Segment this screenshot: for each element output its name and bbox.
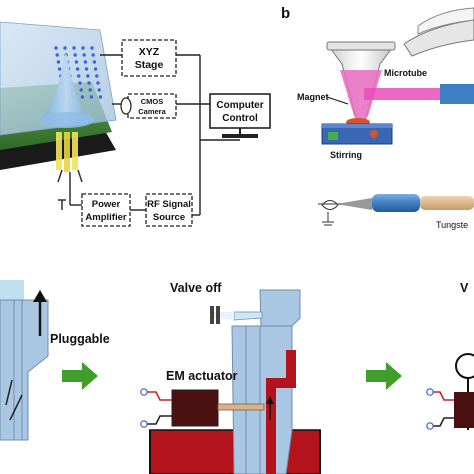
particle-dot <box>56 60 61 64</box>
computer-label-1: Computer <box>216 100 263 111</box>
rf-label-2: Source <box>153 212 185 223</box>
particle-dot <box>55 53 59 57</box>
particle-dot <box>72 46 76 50</box>
computer-label-2: Control <box>222 113 258 124</box>
cmos-label-1: CMOS <box>141 97 164 106</box>
xyz-label-1: XYZ <box>139 46 160 58</box>
wiring <box>58 54 240 216</box>
rf-label-1: RF Signal <box>147 199 191 210</box>
particle-dot <box>79 88 83 92</box>
amp-label-1: Power <box>92 199 121 210</box>
particle-dot <box>77 74 81 78</box>
particle-dot <box>92 60 97 64</box>
magnet-label: Magnet <box>297 92 329 102</box>
microtube <box>326 41 396 124</box>
panel-b-letter: b <box>281 5 290 22</box>
particle-dot <box>81 46 85 50</box>
particle-dot <box>75 67 80 71</box>
droplet-cone <box>38 54 94 126</box>
particle-dot <box>86 74 90 78</box>
cmos-label-2: Camera <box>138 107 166 116</box>
amp-label-2: Amplifier <box>85 212 126 223</box>
tungsten-probe <box>318 194 474 226</box>
particle-dot <box>96 81 100 85</box>
xyz-stage-box <box>121 39 177 77</box>
panel-b: b Magnet Microtube Stirring <box>281 5 474 230</box>
xyz-label-2: Stage <box>135 59 164 71</box>
particle-dot <box>95 74 99 78</box>
particle-dot <box>54 46 58 50</box>
particle-dot <box>80 95 85 99</box>
particle-dot <box>74 60 79 64</box>
tube-holder <box>403 19 474 57</box>
right-cut-label: V <box>460 281 469 295</box>
valve-sequence: Pluggable <box>0 280 474 474</box>
center-valve <box>140 289 321 474</box>
particle-dot <box>93 67 98 71</box>
particle-dot <box>91 53 95 57</box>
particle-dot <box>90 46 94 50</box>
acoustic-setup: XYZ Stage CMOS Camera Computer Control P… <box>0 21 271 227</box>
green-arrow-1 <box>62 362 98 390</box>
particle-dot <box>84 67 89 71</box>
acoustic-beams <box>56 132 78 172</box>
particle-dot <box>63 46 67 50</box>
power-amplifier-box <box>81 193 131 227</box>
glass-layer <box>0 22 116 135</box>
particle-dot <box>83 60 88 64</box>
particle-dot <box>57 67 62 71</box>
cmos-camera: CMOS Camera <box>120 93 177 119</box>
green-arrow-2 <box>366 362 402 390</box>
em-actuator-label: EM actuator <box>166 369 238 383</box>
tungsten-label: Tungste <box>436 220 468 230</box>
computer: Computer Control <box>209 93 271 138</box>
particle-dot <box>98 95 103 99</box>
pluggable-label: Pluggable <box>50 332 110 346</box>
right-actuator <box>426 353 474 430</box>
particle-dot <box>89 95 94 99</box>
particle-dot <box>97 88 101 92</box>
particle-dot <box>87 81 91 85</box>
em-actuator <box>171 389 219 427</box>
particle-dot <box>78 81 82 85</box>
particle-dot <box>82 53 86 57</box>
fiber-coupler <box>440 84 474 104</box>
stirring-label: Stirring <box>330 150 362 160</box>
particle-dot <box>88 88 92 92</box>
rf-source-box <box>145 193 193 227</box>
microtube-label: Microtube <box>384 68 427 78</box>
stirring-plate <box>321 118 393 145</box>
particle-dot <box>73 53 77 57</box>
pluggable-block <box>0 280 49 441</box>
valve-off-label: Valve off <box>170 281 222 295</box>
